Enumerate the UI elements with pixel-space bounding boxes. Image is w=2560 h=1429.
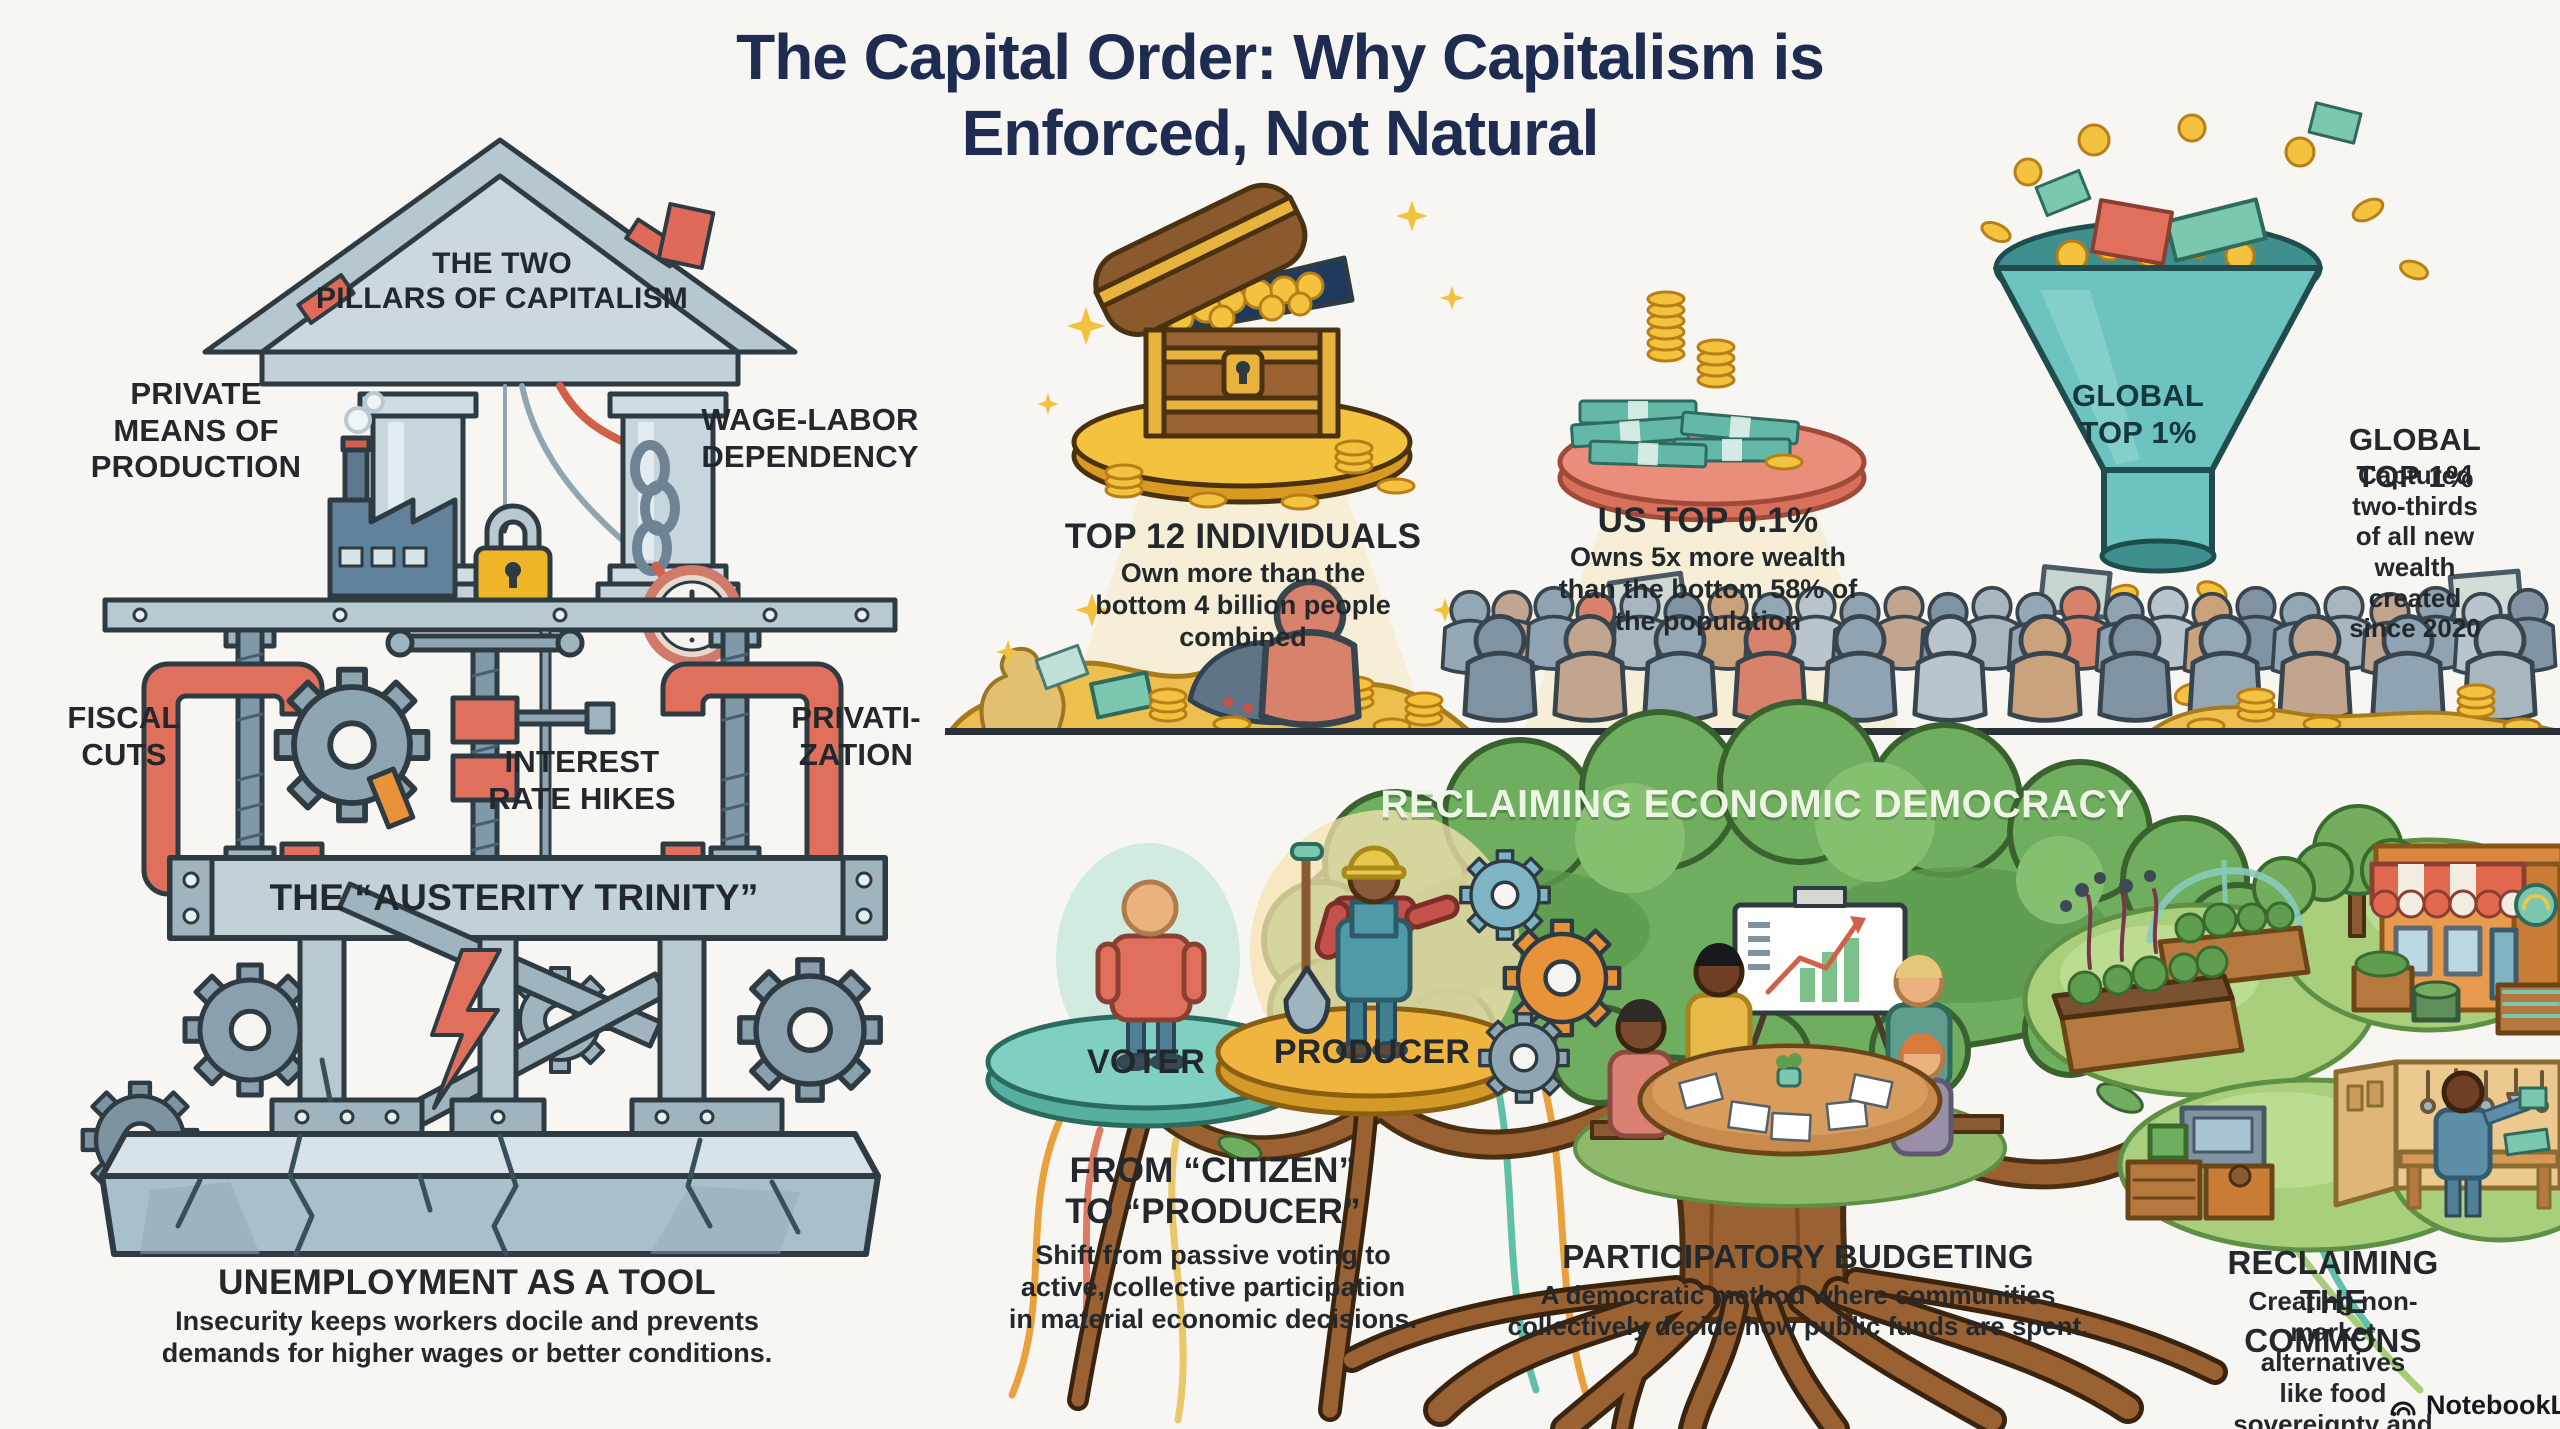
budgeting-scene bbox=[1573, 886, 2007, 1208]
factory-icon bbox=[327, 391, 458, 599]
padlock-icon bbox=[473, 503, 553, 607]
cracked-foundation bbox=[99, 1057, 881, 1257]
producer-platform bbox=[1215, 810, 1619, 1117]
democracy-illustration bbox=[985, 699, 2560, 1429]
tool-library bbox=[2125, 1105, 2275, 1221]
coop-shop bbox=[2351, 843, 2560, 1036]
cash-pedestal bbox=[1557, 292, 1867, 523]
treasure-chest bbox=[1037, 182, 1464, 509]
wealth-illustration bbox=[945, 101, 2560, 735]
chain-icon bbox=[630, 440, 680, 595]
commons-scene bbox=[2022, 804, 2560, 1253]
clamp-privatization bbox=[660, 627, 844, 897]
pillars-illustration bbox=[83, 137, 898, 1257]
workshop bbox=[2333, 1059, 2560, 1218]
wealth-funnel bbox=[1980, 101, 2429, 707]
